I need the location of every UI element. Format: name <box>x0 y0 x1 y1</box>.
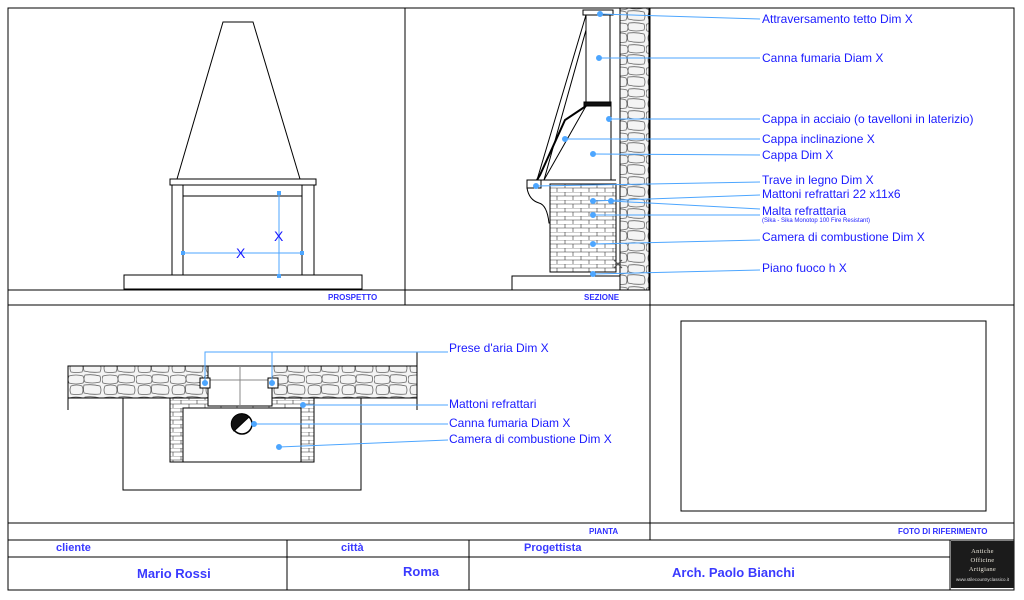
caption-foto: FOTO DI RIFERIMENTO <box>898 527 988 536</box>
label-mattoni-refrattari: Mattoni refrattari 22 x11x6 <box>762 187 901 201</box>
cliente-value: Mario Rossi <box>137 566 211 581</box>
citta-label: città <box>341 542 364 554</box>
cliente-label: cliente <box>56 542 91 554</box>
pianta-leaders <box>202 351 449 450</box>
label-attraversamento: Attraversamento tetto Dim X <box>762 12 913 26</box>
label-cappa-inclinazione: Cappa inclinazione X <box>762 132 875 146</box>
prospetto-dimension-markers <box>181 191 304 278</box>
label-malta-refrattaria: Malta refrattaria <box>762 204 847 218</box>
pianta-drawing <box>67 352 418 491</box>
prospetto-width-dim: X <box>236 245 246 261</box>
sezione-leaders <box>533 11 761 277</box>
logo-line-3: Artigiane <box>968 566 997 573</box>
label-malta-note: (Sika - Sika Monotop 100 Fire Resistant) <box>762 218 871 224</box>
prospetto-drawing <box>123 21 363 290</box>
progettista-value: Arch. Paolo Bianchi <box>672 565 795 580</box>
label-pianta-canna: Canna fumaria Diam X <box>449 416 571 430</box>
logo-website: www.stilecountryclassico.it <box>955 577 1009 582</box>
label-pianta-camera: Camera di combustione Dim X <box>449 432 612 446</box>
label-canna-fumaria: Canna fumaria Diam X <box>762 51 884 65</box>
logo-line-1: Antiche <box>971 548 994 555</box>
sezione-drawing <box>511 7 650 291</box>
logo-line-2: Officine <box>970 557 995 564</box>
progettista-label: Progettista <box>524 542 582 554</box>
company-logo: Antiche Officine Artigiane www.stilecoun… <box>951 541 1014 588</box>
reference-photo-frame <box>680 320 987 512</box>
label-trave-legno: Trave in legno Dim X <box>762 173 874 187</box>
label-prese-aria: Prese d'aria Dim X <box>449 341 549 355</box>
label-piano-fuoco: Piano fuoco h X <box>762 261 847 275</box>
caption-sezione: SEZIONE <box>584 293 620 302</box>
caption-pianta: PIANTA <box>589 527 619 536</box>
label-camera-combustione: Camera di combustione Dim X <box>762 230 925 244</box>
label-cappa-dim: Cappa Dim X <box>762 148 834 162</box>
label-cappa-acciaio: Cappa in acciaio (o tavelloni in lateriz… <box>762 112 974 126</box>
label-pianta-mattoni: Mattoni refrattari <box>449 397 537 411</box>
prospetto-height-dim: X <box>274 228 284 244</box>
caption-prospetto: PROSPETTO <box>328 293 378 302</box>
citta-value: Roma <box>403 564 440 579</box>
